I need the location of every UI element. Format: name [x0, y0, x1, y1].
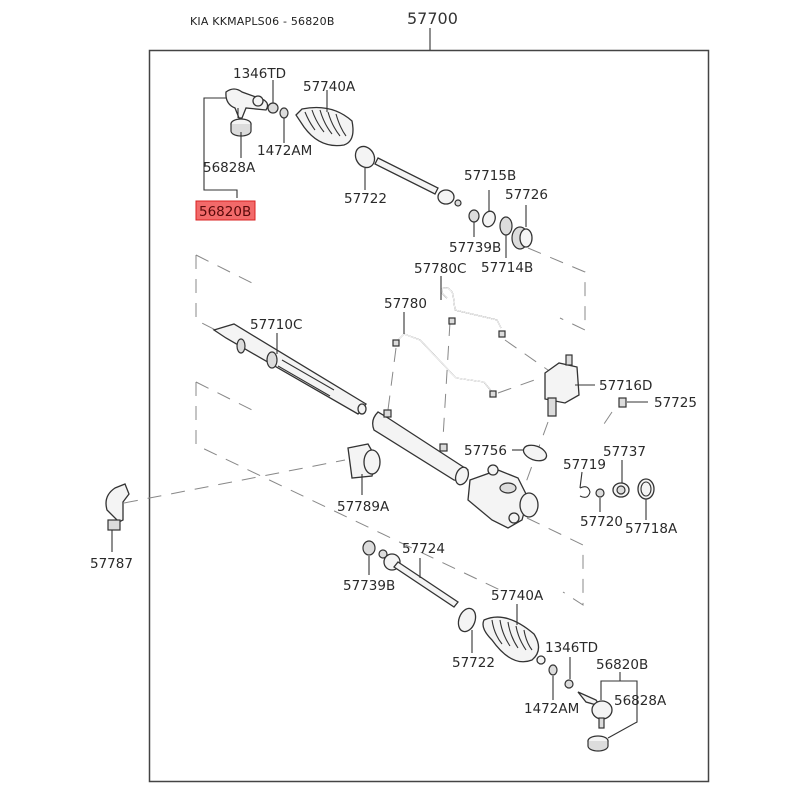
- label-57725[interactable]: 57725: [654, 395, 697, 411]
- inner-tie-rod-bottom[interactable]: [378, 549, 459, 608]
- label-57720[interactable]: 57720: [580, 514, 623, 530]
- label-56828A-bottom[interactable]: 56828A: [614, 693, 667, 709]
- nut-57720[interactable]: [595, 488, 605, 498]
- leader-line: [579, 471, 583, 489]
- guide-line: [123, 459, 346, 504]
- label-56828A-top[interactable]: 56828A: [203, 160, 256, 176]
- guide-line: [497, 377, 541, 394]
- label-57740A-bottom[interactable]: 57740A: [491, 588, 544, 604]
- rack-bar-57710C[interactable]: [212, 323, 367, 415]
- label-1346TD-top[interactable]: 1346TD: [233, 66, 286, 82]
- rack-housing-tube[interactable]: [372, 409, 471, 487]
- pinion-valve-57716D[interactable]: [544, 354, 580, 417]
- ring-57722-bottom[interactable]: [455, 606, 478, 634]
- bushing-57737[interactable]: [612, 482, 630, 498]
- nut-1346TD-bottom[interactable]: [564, 679, 574, 689]
- inner-tie-rod-top[interactable]: [374, 157, 462, 207]
- label-57726[interactable]: 57726: [505, 187, 548, 203]
- assembly-number-label[interactable]: 57700: [407, 9, 458, 28]
- guide-line: [195, 381, 501, 591]
- bellows-boot-bottom[interactable]: [482, 616, 546, 665]
- dust-cover-bottom[interactable]: [587, 735, 609, 752]
- gear-housing[interactable]: [467, 464, 539, 529]
- mounting-bracket-57787[interactable]: [105, 483, 130, 531]
- nut-1472AM-top[interactable]: [279, 107, 289, 119]
- highlight-box: [195, 200, 256, 221]
- bracket-56820B-top: [203, 97, 238, 198]
- label-57719[interactable]: 57719: [563, 457, 606, 473]
- bolt-57725[interactable]: [618, 397, 627, 408]
- label-57715B[interactable]: 57715B: [464, 168, 516, 184]
- label-1346TD-bottom[interactable]: 1346TD: [545, 640, 598, 656]
- rack-bushing-57789A[interactable]: [347, 443, 381, 479]
- snap-ring-57719[interactable]: [579, 486, 591, 498]
- label-57787[interactable]: 57787: [90, 556, 133, 572]
- label-57740A-top[interactable]: 57740A: [303, 79, 356, 95]
- label-57789A[interactable]: 57789A: [337, 499, 390, 515]
- label-1472AM-top[interactable]: 1472AM: [257, 143, 312, 159]
- guide-line: [504, 339, 556, 376]
- diagram-frame: [148, 49, 710, 783]
- guide-line: [526, 517, 584, 606]
- cap-57726[interactable]: [511, 226, 533, 250]
- label-56820B-top-highlighted[interactable]: 56820B: [199, 204, 251, 220]
- gasket-57756[interactable]: [521, 442, 548, 463]
- feed-pipe-57780[interactable]: [392, 333, 497, 398]
- diagram-title: KIA KKMAPLS06 - 56820B: [190, 15, 335, 28]
- label-57737[interactable]: 57737: [603, 444, 646, 460]
- feed-pipe-57780C[interactable]: [441, 287, 506, 338]
- guide-line: [527, 247, 586, 331]
- guide-line: [442, 321, 451, 439]
- label-56820B-bottom[interactable]: 56820B: [596, 657, 648, 673]
- label-57780C[interactable]: 57780C: [414, 261, 466, 277]
- guide-line: [599, 411, 613, 431]
- washer-57739B-top[interactable]: [468, 209, 480, 223]
- seal-57718A[interactable]: [637, 478, 655, 500]
- label-57724[interactable]: 57724: [402, 541, 445, 557]
- bushing-57714B[interactable]: [499, 216, 513, 236]
- bracket-56820B-bottom: [600, 680, 638, 739]
- label-57722-bottom[interactable]: 57722: [452, 655, 495, 671]
- label-57780[interactable]: 57780: [384, 296, 427, 312]
- label-1472AM-bottom[interactable]: 1472AM: [524, 701, 579, 717]
- label-57710C[interactable]: 57710C: [250, 317, 302, 333]
- label-57716D[interactable]: 57716D: [599, 378, 652, 394]
- label-57714B[interactable]: 57714B: [481, 260, 533, 276]
- label-57739B-bottom[interactable]: 57739B: [343, 578, 395, 594]
- guide-line: [387, 347, 397, 411]
- tie-rod-end-bottom[interactable]: [577, 691, 613, 729]
- label-57756[interactable]: 57756: [464, 443, 507, 459]
- nut-1346TD-top[interactable]: [267, 102, 279, 114]
- guide-line: [195, 254, 253, 341]
- washer-57739B-bottom[interactable]: [362, 540, 376, 556]
- label-57718A[interactable]: 57718A: [625, 521, 678, 537]
- ring-57722-top[interactable]: [352, 143, 379, 171]
- label-57722-top[interactable]: 57722: [344, 191, 387, 207]
- bellows-boot-top[interactable]: [295, 106, 354, 147]
- label-57739B-top[interactable]: 57739B: [449, 240, 501, 256]
- oring-57715B[interactable]: [481, 209, 498, 228]
- tie-rod-end-top[interactable]: [225, 88, 269, 119]
- nut-1472AM-bottom[interactable]: [548, 664, 558, 676]
